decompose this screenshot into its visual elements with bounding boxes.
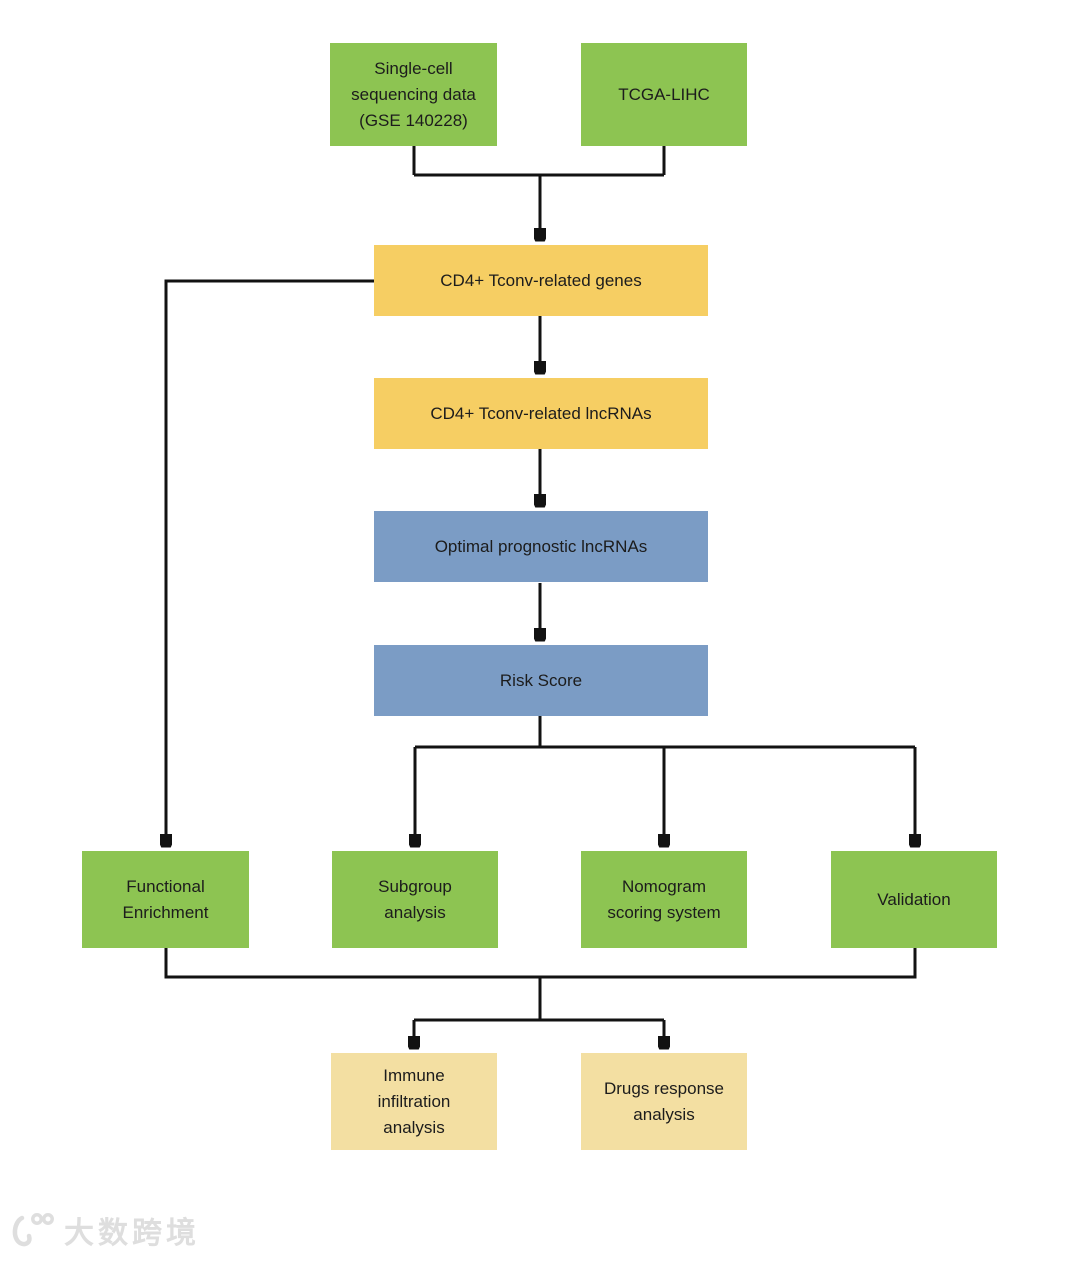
node-cd4-tconv-related-genes: CD4+ Tconv-related genes xyxy=(374,245,708,316)
node-tcga-lihc: TCGA-LIHC xyxy=(581,43,747,146)
connector-risk-stem xyxy=(415,716,915,749)
node-immune-infiltration-analysis: Immune infiltration analysis xyxy=(331,1053,497,1150)
node-cd4-tconv-related-lncrnas: CD4+ Tconv-related lncRNAs xyxy=(374,378,708,449)
node-label: Nomogram scoring system xyxy=(607,876,721,922)
node-label: CD4+ Tconv-related genes xyxy=(440,270,642,290)
node-subgroup-analysis: Subgroup analysis xyxy=(332,851,498,948)
node-nomogram-scoring-system: Nomogram scoring system xyxy=(581,851,747,948)
node-validation: Validation xyxy=(831,851,997,948)
node-risk-score: Risk Score xyxy=(374,645,708,716)
watermark: 大数跨境 xyxy=(10,1208,200,1252)
watermark-text: 大数跨境 xyxy=(64,1217,200,1250)
node-label: Optimal prognostic lncRNAs xyxy=(434,536,648,556)
node-label: Functional Enrichment xyxy=(122,876,209,922)
node-label: Subgroup analysis xyxy=(378,876,452,922)
watermark-logo-icon xyxy=(12,1213,54,1247)
node-label: CD4+ Tconv-related lncRNAs xyxy=(430,403,652,423)
node-drugs-response-analysis: Drugs response analysis xyxy=(581,1053,747,1150)
node-single-cell-sequencing-data: Single-cell sequencing data (GSE 140228) xyxy=(330,43,497,146)
connector-bottom-collector xyxy=(164,948,917,1022)
node-label: Single-cell sequencing data (GSE 140228) xyxy=(351,58,476,130)
connector-top-join xyxy=(412,146,666,177)
node-label: Drugs response analysis xyxy=(603,1078,724,1124)
connector-genes-to-functional xyxy=(166,279,374,844)
node-functional-enrichment: Functional Enrichment xyxy=(82,851,249,948)
node-label: Immune infiltration analysis xyxy=(377,1065,451,1137)
node-label: Validation xyxy=(877,889,951,909)
node-label: TCGA-LIHC xyxy=(618,84,710,104)
node-label: Risk Score xyxy=(499,670,583,690)
node-optimal-prognostic-lncrnas: Optimal prognostic lncRNAs xyxy=(374,511,708,582)
